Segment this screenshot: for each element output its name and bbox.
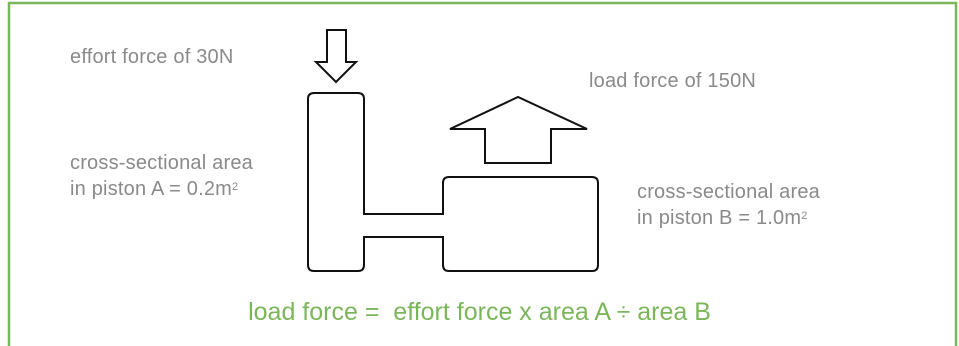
frame-border — [7, 1, 958, 346]
piston-a-area-value: in piston A = 0.2m — [70, 178, 233, 200]
effort-force-label: effort force of 30N — [70, 46, 234, 68]
piston-a-area-exponent: 2 — [232, 181, 239, 193]
piston-a-area-label-line1: cross-sectional area — [70, 152, 253, 174]
piston-a-area-label-line2: in piston A = 0.2m2 — [70, 176, 238, 202]
formula-text: load force = effort force x area A ÷ are… — [248, 298, 711, 326]
load-force-label: load force of 150N — [589, 70, 757, 92]
load-arrow — [449, 95, 588, 164]
piston-b-area-value: in piston B = 1.0m — [637, 207, 802, 229]
effort-arrow — [313, 29, 359, 84]
piston-b-area-exponent: 2 — [801, 210, 808, 222]
piston-b-area-label-line2: in piston B = 1.0m2 — [637, 205, 808, 231]
hydraulic-system-outline — [307, 92, 599, 272]
piston-b-area-label-line1: cross-sectional area — [637, 181, 820, 203]
